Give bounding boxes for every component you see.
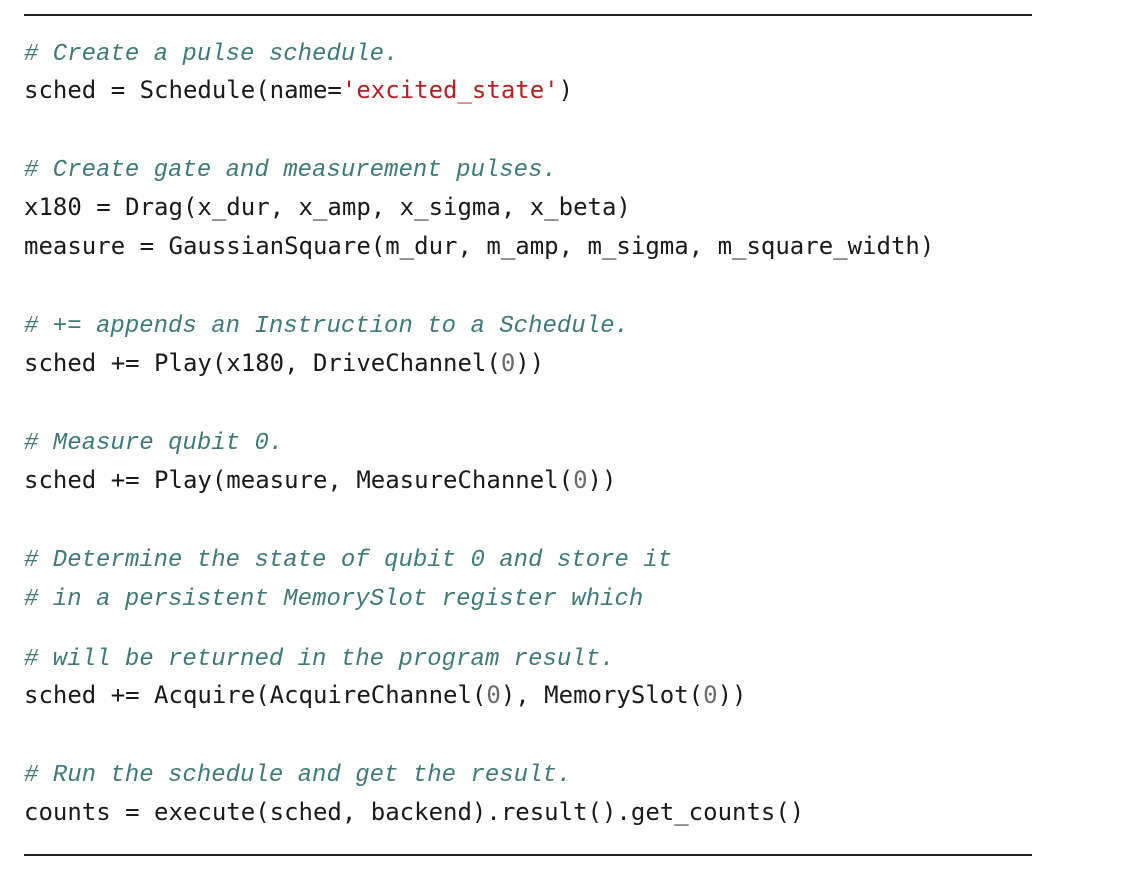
code-comment: # Create a pulse schedule. bbox=[24, 41, 399, 68]
code-comment: # += appends an Instruction to a Schedul… bbox=[24, 313, 629, 340]
code-comment: # Determine the state of qubit 0 and sto… bbox=[24, 547, 673, 574]
code-token: counts = execute(sched, backend).result(… bbox=[24, 798, 805, 826]
bottom-rule bbox=[24, 854, 1032, 856]
number-literal: 0 bbox=[500, 349, 516, 377]
code-token: ), MemorySlot( bbox=[500, 681, 704, 709]
code-token: sched = Schedule(name= bbox=[24, 76, 342, 104]
code-token: sched += Play(measure, MeasureChannel( bbox=[24, 466, 574, 494]
code-line-11: # in a persistent MemorySlot register wh… bbox=[24, 581, 643, 613]
code-line-1: # Create a pulse schedule. bbox=[24, 36, 398, 68]
code-line-3: # Create gate and measurement pulses. bbox=[24, 152, 557, 184]
code-token: ) bbox=[558, 76, 574, 104]
code-comment: # Measure qubit 0. bbox=[24, 430, 284, 457]
code-line-10: # Determine the state of qubit 0 and sto… bbox=[24, 542, 672, 574]
code-line-14: # Run the schedule and get the result. bbox=[24, 757, 571, 789]
code-token: )) bbox=[717, 681, 747, 709]
code-token: sched += Play(x180, DriveChannel( bbox=[24, 349, 501, 377]
top-rule bbox=[24, 14, 1032, 16]
code-line-9: sched += Play(measure, MeasureChannel(0)… bbox=[24, 464, 616, 496]
code-token: )) bbox=[587, 466, 617, 494]
code-token: measure = GaussianSquare(m_dur, m_amp, m… bbox=[24, 232, 935, 260]
string-literal: 'excited_state' bbox=[341, 76, 559, 104]
code-line-5: measure = GaussianSquare(m_dur, m_amp, m… bbox=[24, 230, 934, 262]
code-line-12: # will be returned in the program result… bbox=[24, 641, 615, 673]
code-line-15: counts = execute(sched, backend).result(… bbox=[24, 796, 804, 828]
code-token: )) bbox=[515, 349, 545, 377]
number-literal: 0 bbox=[486, 681, 501, 709]
code-token: sched += Acquire(AcquireChannel( bbox=[24, 681, 487, 709]
code-line-6: # += appends an Instruction to a Schedul… bbox=[24, 308, 629, 340]
code-line-2: sched = Schedule(name='excited_state') bbox=[24, 74, 573, 106]
code-comment: # Run the schedule and get the result. bbox=[24, 762, 572, 789]
code-line-13: sched += Acquire(AcquireChannel(0), Memo… bbox=[24, 679, 746, 711]
number-literal: 0 bbox=[573, 466, 588, 494]
number-literal: 0 bbox=[703, 681, 718, 709]
code-line-4: x180 = Drag(x_dur, x_amp, x_sigma, x_bet… bbox=[24, 191, 631, 223]
code-token: x180 = Drag(x_dur, x_amp, x_sigma, x_bet… bbox=[24, 193, 631, 221]
code-listing: # Create a pulse schedule. sched = Sched… bbox=[24, 0, 1132, 896]
code-comment: # will be returned in the program result… bbox=[24, 646, 615, 673]
code-line-8: # Measure qubit 0. bbox=[24, 425, 283, 457]
code-line-7: sched += Play(x180, DriveChannel(0)) bbox=[24, 347, 544, 379]
code-comment: # in a persistent MemorySlot register wh… bbox=[24, 586, 644, 613]
code-comment: # Create gate and measurement pulses. bbox=[24, 157, 557, 184]
